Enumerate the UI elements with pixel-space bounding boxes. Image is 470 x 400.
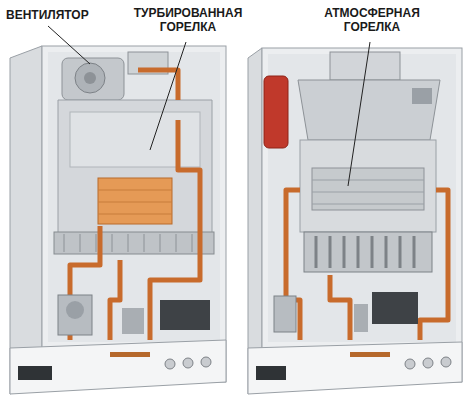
part-label: ТУРБИРОВАННАЯ ГОРЕЛКА xyxy=(134,6,243,34)
atmospheric-boiler xyxy=(248,48,462,394)
leader-lines xyxy=(48,26,370,186)
part-label: АТМОСФЕРНАЯ ГОРЕЛКА xyxy=(324,6,420,34)
part-label: ВЕНТИЛЯТОР xyxy=(6,8,89,22)
turbo-boiler xyxy=(10,46,226,394)
